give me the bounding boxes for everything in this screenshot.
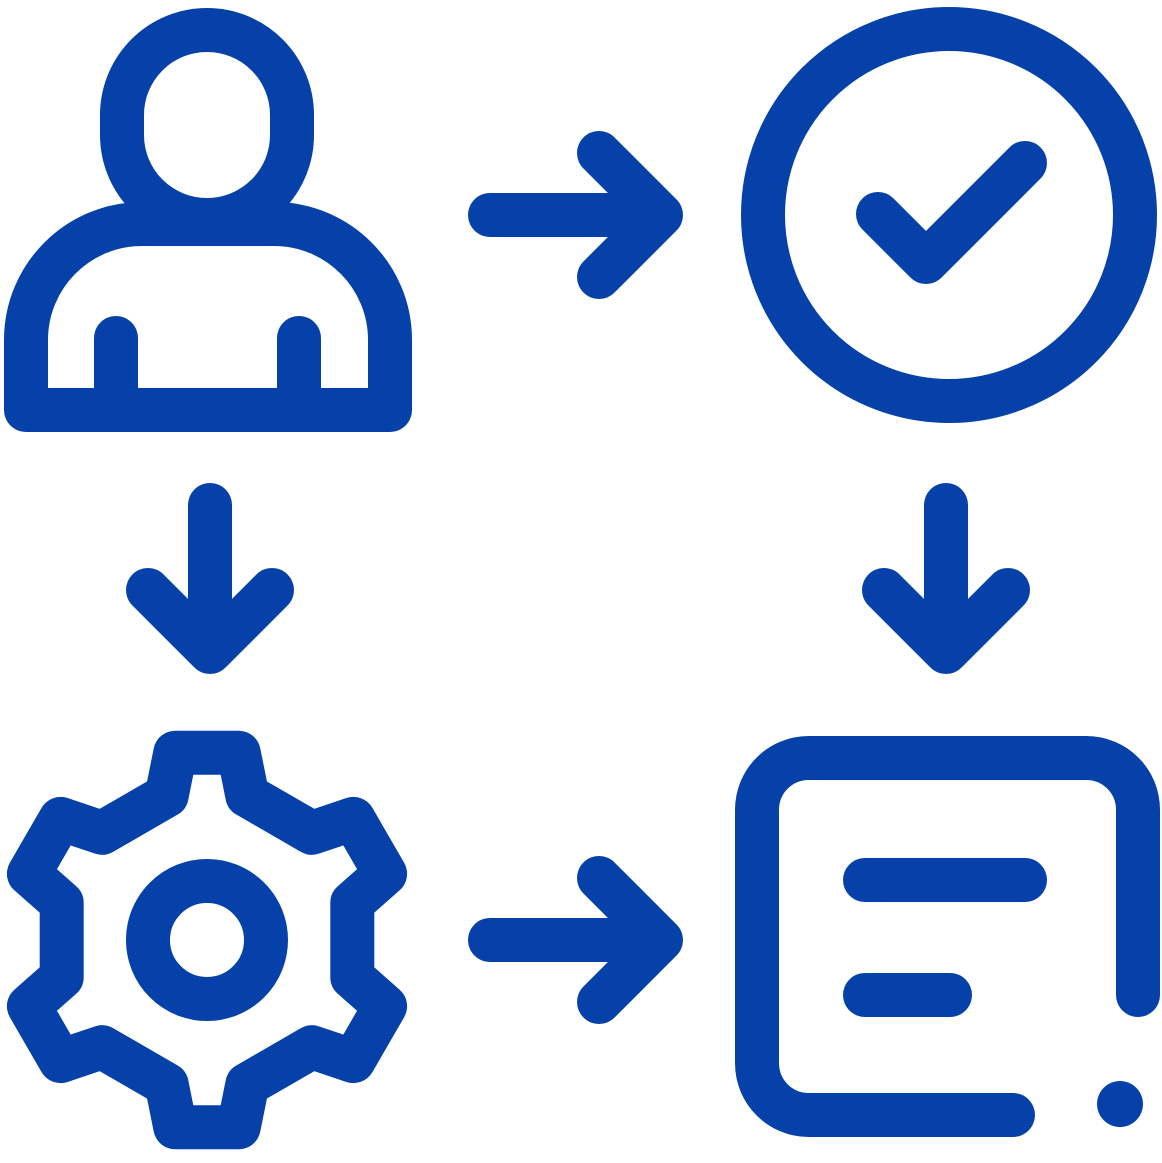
arrow-down-icon xyxy=(126,483,294,674)
arrow-right-icon xyxy=(468,131,683,299)
user-icon xyxy=(4,8,412,432)
gear-icon xyxy=(6,730,408,1150)
arrow-down-icon xyxy=(862,483,1030,674)
arrow-right-icon xyxy=(468,856,683,1024)
document-dot xyxy=(1097,1081,1143,1127)
check-circle-icon xyxy=(741,7,1157,423)
document-icon xyxy=(735,736,1160,1137)
